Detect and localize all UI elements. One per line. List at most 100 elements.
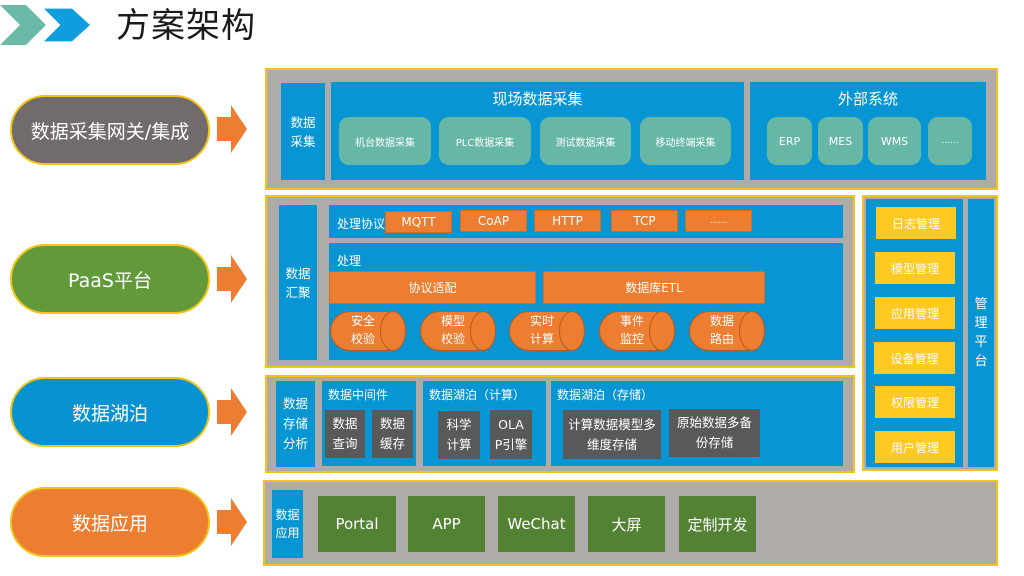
- arrow-right-icon: [217, 498, 247, 546]
- field-item: PLC数据采集: [439, 117, 531, 165]
- storage-item: 计算数据模型多维度存储: [563, 410, 661, 459]
- cylinder-text: 计算: [529, 332, 554, 346]
- protocol-item: HTTP: [534, 210, 601, 232]
- storage-item: 原始数据多备份存储: [669, 409, 760, 457]
- management-title-char: 平: [974, 335, 988, 350]
- management-title-char: 理: [974, 316, 988, 331]
- cylinder-text: 监控: [619, 332, 644, 346]
- storage-item-text: 数据: [332, 416, 358, 431]
- management-item: 应用管理: [875, 297, 955, 329]
- storage-item-text: 查询: [332, 436, 358, 451]
- storage-item-text: 份存储: [695, 435, 734, 450]
- external-item: MES: [818, 117, 863, 165]
- cylinder-text: 模型: [440, 314, 465, 328]
- layer-label: 数据采集网关/集成: [30, 120, 190, 143]
- protocol-item: CoAP: [460, 210, 527, 232]
- external-systems-title: 外部系统: [837, 90, 898, 108]
- process-bar: 协议适配: [329, 271, 536, 304]
- application-side-label: 数据应用: [272, 490, 303, 558]
- storage-item-text: P引擎: [494, 436, 528, 452]
- protocol-item: TCP: [611, 210, 678, 232]
- application-item: 定制开发: [679, 496, 756, 552]
- side-label-line: 数据: [282, 396, 308, 411]
- cylinder-text: 实时: [529, 314, 554, 328]
- cylinder-text: 事件: [619, 314, 644, 328]
- storage-item-text: 科学: [446, 417, 472, 432]
- storage-item-text: 维度存储: [586, 436, 637, 452]
- field-item: 机台数据采集: [339, 117, 431, 165]
- layer-label: PaaS平台: [68, 269, 152, 292]
- management-item: 设备管理: [874, 342, 955, 374]
- cylinder-event-monitor: 事件监控: [599, 311, 675, 351]
- side-label-line: 分析: [282, 436, 308, 451]
- process-label: 处理: [337, 254, 362, 268]
- cylinder-model-check: 模型校验: [420, 311, 496, 351]
- storage-item: 科学计算: [438, 411, 480, 459]
- management-item: 权限管理: [875, 386, 955, 418]
- arrow-right-icon: [217, 255, 247, 303]
- arrow-right-icon: [217, 105, 247, 153]
- management-item: 模型管理: [875, 252, 955, 284]
- storage-group-title: 数据湖泊（存储）: [557, 388, 654, 402]
- storage-item: 数据缓存: [372, 410, 413, 458]
- layer-pill-application: 数据应用: [10, 487, 210, 557]
- external-item: ......: [928, 117, 972, 165]
- arrow-right-icon: [217, 388, 247, 436]
- chevron-icon: [0, 5, 46, 45]
- side-label-line: 汇聚: [285, 284, 311, 300]
- side-label-line: 数据: [275, 508, 300, 522]
- storage-item: OLA P引擎: [490, 410, 532, 459]
- protocol-item: MQTT: [385, 211, 452, 233]
- management-item: 用户管理: [875, 431, 955, 463]
- cylinder-text: 校验: [440, 332, 465, 346]
- storage-group-title: 数据湖泊（计算）: [429, 388, 526, 402]
- application-item: WeChat: [498, 496, 575, 552]
- side-label-line: 采集: [290, 133, 316, 149]
- management-title-char: 台: [974, 354, 988, 369]
- cylinder-text: 校验: [350, 332, 375, 346]
- cylinder-text: 安全: [350, 314, 375, 328]
- application-item: 大屏: [588, 496, 665, 552]
- cylinder-security-check: 安全校验: [330, 311, 406, 351]
- side-label-line: 应用: [275, 526, 300, 540]
- collection-side-label: 数据采集: [281, 83, 325, 180]
- layer-pill-collection: 数据采集网关/集成: [10, 95, 210, 165]
- aggregation-side-label: 数据汇聚: [279, 205, 317, 360]
- cylinder-data-routing: 数据路由: [689, 311, 765, 351]
- storage-item-text: 计算: [446, 437, 472, 452]
- storage-item-text: 数据: [379, 416, 405, 431]
- storage-item-text: 原始数据多备: [676, 415, 752, 430]
- cylinder-text: 数据: [709, 314, 734, 328]
- protocol-label: 处理协议: [337, 217, 386, 231]
- side-label-line: 数据: [290, 114, 316, 130]
- storage-item-text: OLA: [498, 416, 524, 432]
- management-item: 日志管理: [876, 207, 956, 239]
- field-item: 测试数据采集: [540, 117, 631, 165]
- application-item: APP: [408, 496, 485, 552]
- management-title: 管 理 平 台: [968, 199, 994, 467]
- field-item: 移动终端采集: [640, 117, 731, 165]
- side-label-line: 存储: [282, 416, 308, 431]
- side-label-line: 数据: [285, 265, 311, 281]
- cylinder-realtime-compute: 实时计算: [509, 311, 585, 351]
- protocol-item: ......: [685, 210, 752, 232]
- storage-item-text: 缓存: [379, 436, 405, 451]
- layer-pill-paas: PaaS平台: [10, 244, 210, 314]
- storage-side-label: 数据 存储 分析: [276, 381, 315, 467]
- storage-item-text: 计算数据模型多: [568, 416, 656, 432]
- external-item: ERP: [767, 117, 812, 165]
- storage-item: 数据查询: [325, 410, 365, 458]
- cylinder-text: 路由: [709, 332, 734, 346]
- process-bar: 数据库ETL: [543, 271, 765, 304]
- storage-group-title: 数据中间件: [328, 388, 389, 402]
- layer-label: 数据应用: [71, 512, 148, 535]
- page-title: 方案架构: [116, 6, 256, 46]
- layer-pill-datalake: 数据湖泊: [10, 377, 210, 447]
- layer-label: 数据湖泊: [71, 402, 148, 425]
- external-item: WMS: [868, 117, 921, 165]
- management-title-char: 管: [974, 297, 988, 312]
- field-collection-title: 现场数据采集: [492, 90, 583, 108]
- chevron-icon: [44, 8, 90, 42]
- application-item: Portal: [318, 496, 396, 552]
- management-items-box: [866, 199, 963, 467]
